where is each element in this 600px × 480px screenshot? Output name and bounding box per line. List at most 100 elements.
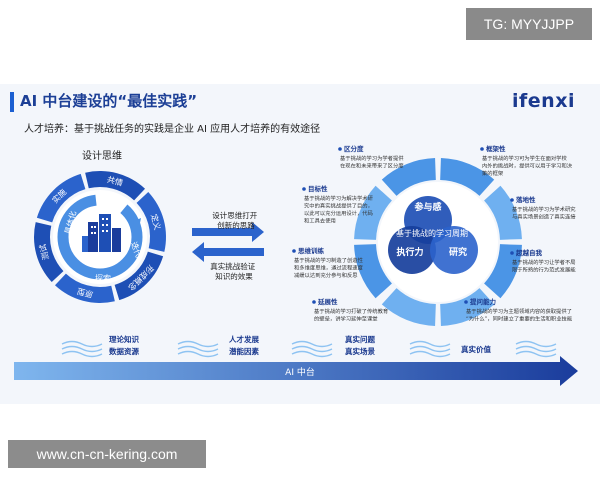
- wave-mark: [61, 350, 103, 358]
- thinking-training-description: 基于挑战的学习制造了创造性和多维度思维，通过流程速度减缓以达到充分参与和反思: [294, 256, 364, 279]
- wave-mark: [515, 345, 557, 353]
- self-transcendence-description: 基于挑战的学习让学者不局限于所熟的行为范式发展能: [512, 258, 576, 274]
- questioning-item: 提问能力基于挑战的学习为主题领域内容的获取提供了“为什么”，同时建立了重要的生活…: [464, 297, 573, 323]
- ifenxi-logo: ifenxi: [512, 90, 575, 112]
- purposefulness-ring-segment: [354, 185, 392, 240]
- slide-subtitle: 人才培养：基于挑战任务的实践是企业 AI 应用人才培养的有效途径: [24, 124, 321, 135]
- bottom-wave-decorations: [61, 340, 557, 358]
- practicality-ring-segment: [484, 185, 522, 240]
- purposefulness-description: 基于挑战的学习为解决学术研究中的真实挑战提供了目的，以此可以充分运用设计，代码和…: [304, 194, 374, 225]
- stage-test-segment: [33, 222, 64, 283]
- stage-ideate-segment: [114, 251, 164, 301]
- questioning-description: 基于挑战的学习为主题领域内容的获取提供了“为什么”，同时建立了重要的生活和职业技…: [466, 307, 573, 323]
- challenge-learning-ring: [354, 158, 522, 326]
- wave-mark: [61, 345, 103, 353]
- thinking-training-item: 思维训练基于挑战的学习制造了创造性和多维度思维，通过流程速度减缓以达到充分参与和…: [292, 246, 364, 279]
- thinking-training-title: 思维训练: [298, 246, 325, 255]
- bottom-keyword: 数据资源: [109, 346, 139, 356]
- wave-mark: [409, 340, 451, 348]
- stage-prototype-label: 原型: [76, 286, 94, 299]
- differentiation-bullet: [338, 147, 342, 151]
- practicality-bullet: [510, 198, 514, 202]
- bottom-keyword: 潜能因素: [229, 346, 259, 356]
- stage-implement-segment: [36, 173, 86, 223]
- core-participation-label: 参与感: [414, 201, 441, 213]
- wave-mark: [291, 340, 333, 348]
- practicality-description: 基于挑战的学习为学术研究与真实场景创造了真实连接: [512, 205, 576, 221]
- arrow-right: [192, 222, 264, 242]
- core-execution-label: 执行力: [396, 246, 423, 258]
- core-execution-circle: [388, 226, 436, 274]
- wave-mark: [515, 350, 557, 358]
- wave-mark: [409, 350, 451, 358]
- wave-mark: [61, 340, 103, 348]
- stage-define-segment: [136, 191, 166, 252]
- purposefulness-bullet: [302, 187, 306, 191]
- self-transcendence-title: 超越自我: [515, 248, 543, 257]
- framework-ring-segment: [440, 158, 495, 196]
- questioning-title: 提问能力: [470, 297, 497, 306]
- bottom-keyword: 真实价值: [461, 344, 491, 354]
- self-transcendence-ring-segment: [484, 244, 522, 299]
- design-thinking-arrow-label: 设计思维打开 创新的思路: [212, 210, 259, 230]
- stage-empathize-label: 共情: [106, 174, 124, 188]
- wave-mark: [409, 345, 451, 353]
- bottom-keyword: 真实问题: [345, 334, 375, 344]
- watermark-bottom: www.cn-cn-kering.com: [8, 440, 206, 468]
- stage-test-label: 测试: [37, 243, 51, 261]
- ai-platform-label: AI 中台: [285, 366, 315, 378]
- wave-mark: [291, 345, 333, 353]
- core-research-circle: [430, 226, 478, 274]
- questioning-ring-segment: [440, 288, 495, 326]
- design-thinking-title: 设计思维: [82, 149, 122, 162]
- inner-label-explore: 探索: [95, 273, 111, 283]
- extensibility-description: 基于挑战的学习打破了传统教育的壁垒，讲学习延伸至课堂: [314, 307, 388, 323]
- wave-mark: [177, 340, 219, 348]
- purposefulness-title: 目标性: [308, 184, 328, 193]
- wave-mark: [515, 340, 557, 348]
- questioning-bullet: [464, 300, 468, 304]
- extensibility-bullet: [312, 300, 316, 304]
- purposefulness-item: 目标性基于挑战的学习为解决学术研究中的真实挑战提供了目的，以此可以充分运用设计，…: [302, 184, 374, 225]
- arrow-left: [192, 242, 264, 262]
- stage-define-label: 定义: [149, 213, 163, 231]
- wave-mark: [177, 350, 219, 358]
- differentiation-description: 基于挑战的学习为学者提供在现在和未来带来了区分度: [340, 154, 404, 170]
- thinking-training-bullet: [292, 249, 296, 253]
- challenge-cycle-center-title: 基于挑战的学习周期: [396, 228, 468, 238]
- thinking-training-ring-segment: [354, 244, 392, 299]
- differentiation-ring-segment: [381, 158, 436, 196]
- core-research-label: 研究: [449, 246, 467, 258]
- city-buildings-icon: [82, 214, 121, 252]
- extensibility-ring-segment: [381, 288, 436, 326]
- framework-bullet: [480, 147, 484, 151]
- watermark-top: TG: MYYJJPP: [466, 8, 592, 40]
- real-challenge-arrow-label: 真实挑战验证 知识的效果: [210, 261, 257, 281]
- practicality-title: 落地性: [516, 195, 536, 204]
- framework-description: 基于挑战的学习可为学生在面对学校内外的挑战时，提供可以用于学习和决策的框架: [482, 154, 573, 177]
- wave-mark: [291, 350, 333, 358]
- framework-title: 框架性: [486, 144, 506, 153]
- wave-mark: [177, 345, 219, 353]
- stage-empathize-segment: [85, 171, 146, 201]
- slide-title: AI 中台建设的“最佳实践”: [20, 92, 198, 110]
- bottom-keyword: 真实场景: [345, 346, 375, 356]
- stage-prototype-segment: [54, 273, 115, 303]
- extensibility-title: 延展性: [317, 297, 338, 306]
- iteration-arrow-head: [132, 218, 141, 228]
- header-accent-bar: [10, 92, 14, 112]
- bottom-keyword: 理论知识: [109, 334, 139, 344]
- differentiation-title: 区分度: [344, 144, 364, 153]
- self-transcendence-bullet: [510, 251, 514, 255]
- ai-platform-arrow-bar: [14, 356, 578, 386]
- iteration-arrow-ring: [57, 194, 143, 280]
- bottom-keyword: 人才发展: [229, 334, 259, 344]
